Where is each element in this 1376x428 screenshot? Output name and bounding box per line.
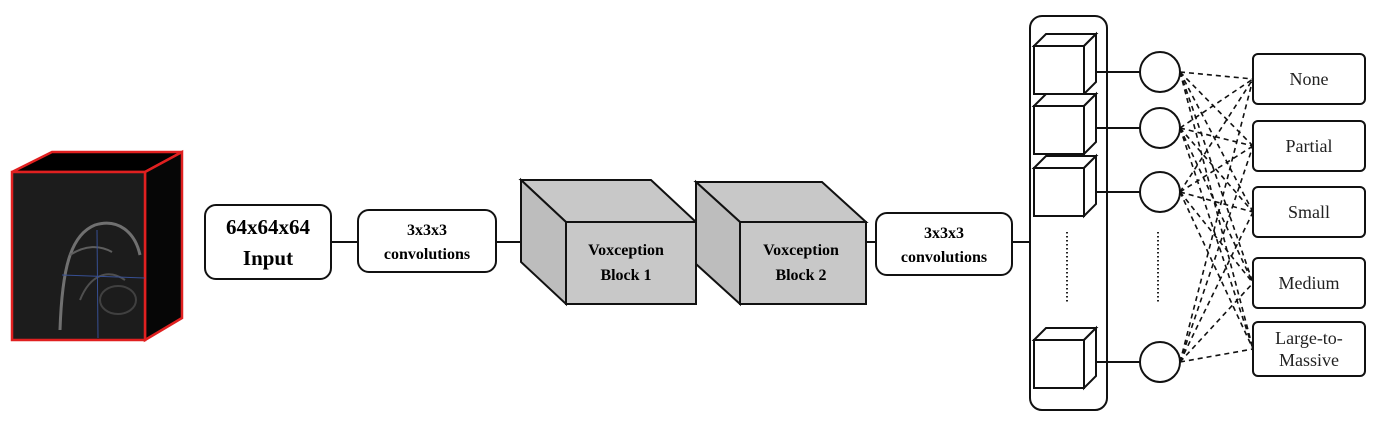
class-label: Medium bbox=[1279, 273, 1340, 293]
voxception2-label: Voxception bbox=[763, 242, 839, 259]
class-box: Medium bbox=[1252, 257, 1366, 309]
node-links bbox=[1097, 71, 1140, 363]
feature-cube bbox=[1031, 31, 1099, 97]
conv2-label: convolutions bbox=[901, 249, 987, 266]
mri-input-cube bbox=[10, 149, 184, 343]
voxception2-block-label: Block 2 bbox=[775, 267, 826, 284]
dense-connection bbox=[1179, 78, 1254, 363]
dense-connection bbox=[1179, 145, 1254, 363]
dense-connection bbox=[1179, 71, 1254, 284]
conv1-label: convolutions bbox=[384, 246, 470, 263]
conv-box-1: 3x3x3 convolutions bbox=[357, 209, 497, 273]
dense-connection bbox=[1179, 127, 1254, 350]
dense-connection bbox=[1179, 127, 1254, 147]
dense-connection bbox=[1179, 71, 1254, 350]
dense-connection bbox=[1179, 211, 1254, 363]
class-label: Small bbox=[1288, 202, 1330, 222]
input-dims-label: 64x64x64 bbox=[226, 215, 311, 239]
dense-nodes bbox=[1139, 51, 1181, 383]
dense-connections bbox=[1179, 71, 1254, 363]
class-box: Large-to-Massive bbox=[1252, 321, 1366, 377]
class-box: Partial bbox=[1252, 120, 1366, 172]
class-label: Massive bbox=[1279, 350, 1339, 370]
feature-cube bbox=[1031, 91, 1099, 157]
class-box: Small bbox=[1252, 186, 1366, 238]
conv-box-2: 3x3x3 convolutions bbox=[875, 212, 1013, 276]
conv1-kernel-label: 3x3x3 bbox=[407, 222, 447, 239]
dense-connection bbox=[1179, 71, 1254, 80]
feature-cube bbox=[1031, 325, 1099, 391]
dense-connection bbox=[1179, 191, 1254, 350]
mri-slice-image bbox=[58, 221, 146, 339]
feature-cubes bbox=[1031, 31, 1099, 391]
dense-connection bbox=[1179, 127, 1254, 284]
dense-node bbox=[1139, 51, 1181, 93]
dense-node bbox=[1139, 341, 1181, 383]
dense-node bbox=[1139, 171, 1181, 213]
class-label: Partial bbox=[1286, 136, 1333, 156]
conv2-kernel-label: 3x3x3 bbox=[924, 225, 964, 242]
class-label: Large-to- bbox=[1275, 328, 1343, 348]
voxception-block-1: Voxception Block 1 bbox=[518, 177, 699, 307]
input-box: 64x64x64 Input bbox=[204, 204, 332, 280]
dense-connection bbox=[1179, 127, 1254, 213]
feature-cube bbox=[1031, 153, 1099, 219]
dense-node bbox=[1139, 107, 1181, 149]
dense-connection bbox=[1179, 191, 1254, 284]
dense-connection bbox=[1179, 191, 1254, 213]
voxception-block-2: Voxception Block 2 bbox=[693, 179, 869, 307]
voxception1-label: Voxception bbox=[588, 242, 664, 259]
class-label: None bbox=[1290, 69, 1329, 89]
dense-connection bbox=[1179, 78, 1254, 129]
dense-connection bbox=[1179, 78, 1254, 193]
dense-connection bbox=[1179, 71, 1254, 213]
input-label: Input bbox=[243, 246, 293, 270]
dense-connection bbox=[1179, 348, 1254, 363]
class-box: None bbox=[1252, 53, 1366, 105]
voxception1-block-label: Block 1 bbox=[600, 267, 651, 284]
